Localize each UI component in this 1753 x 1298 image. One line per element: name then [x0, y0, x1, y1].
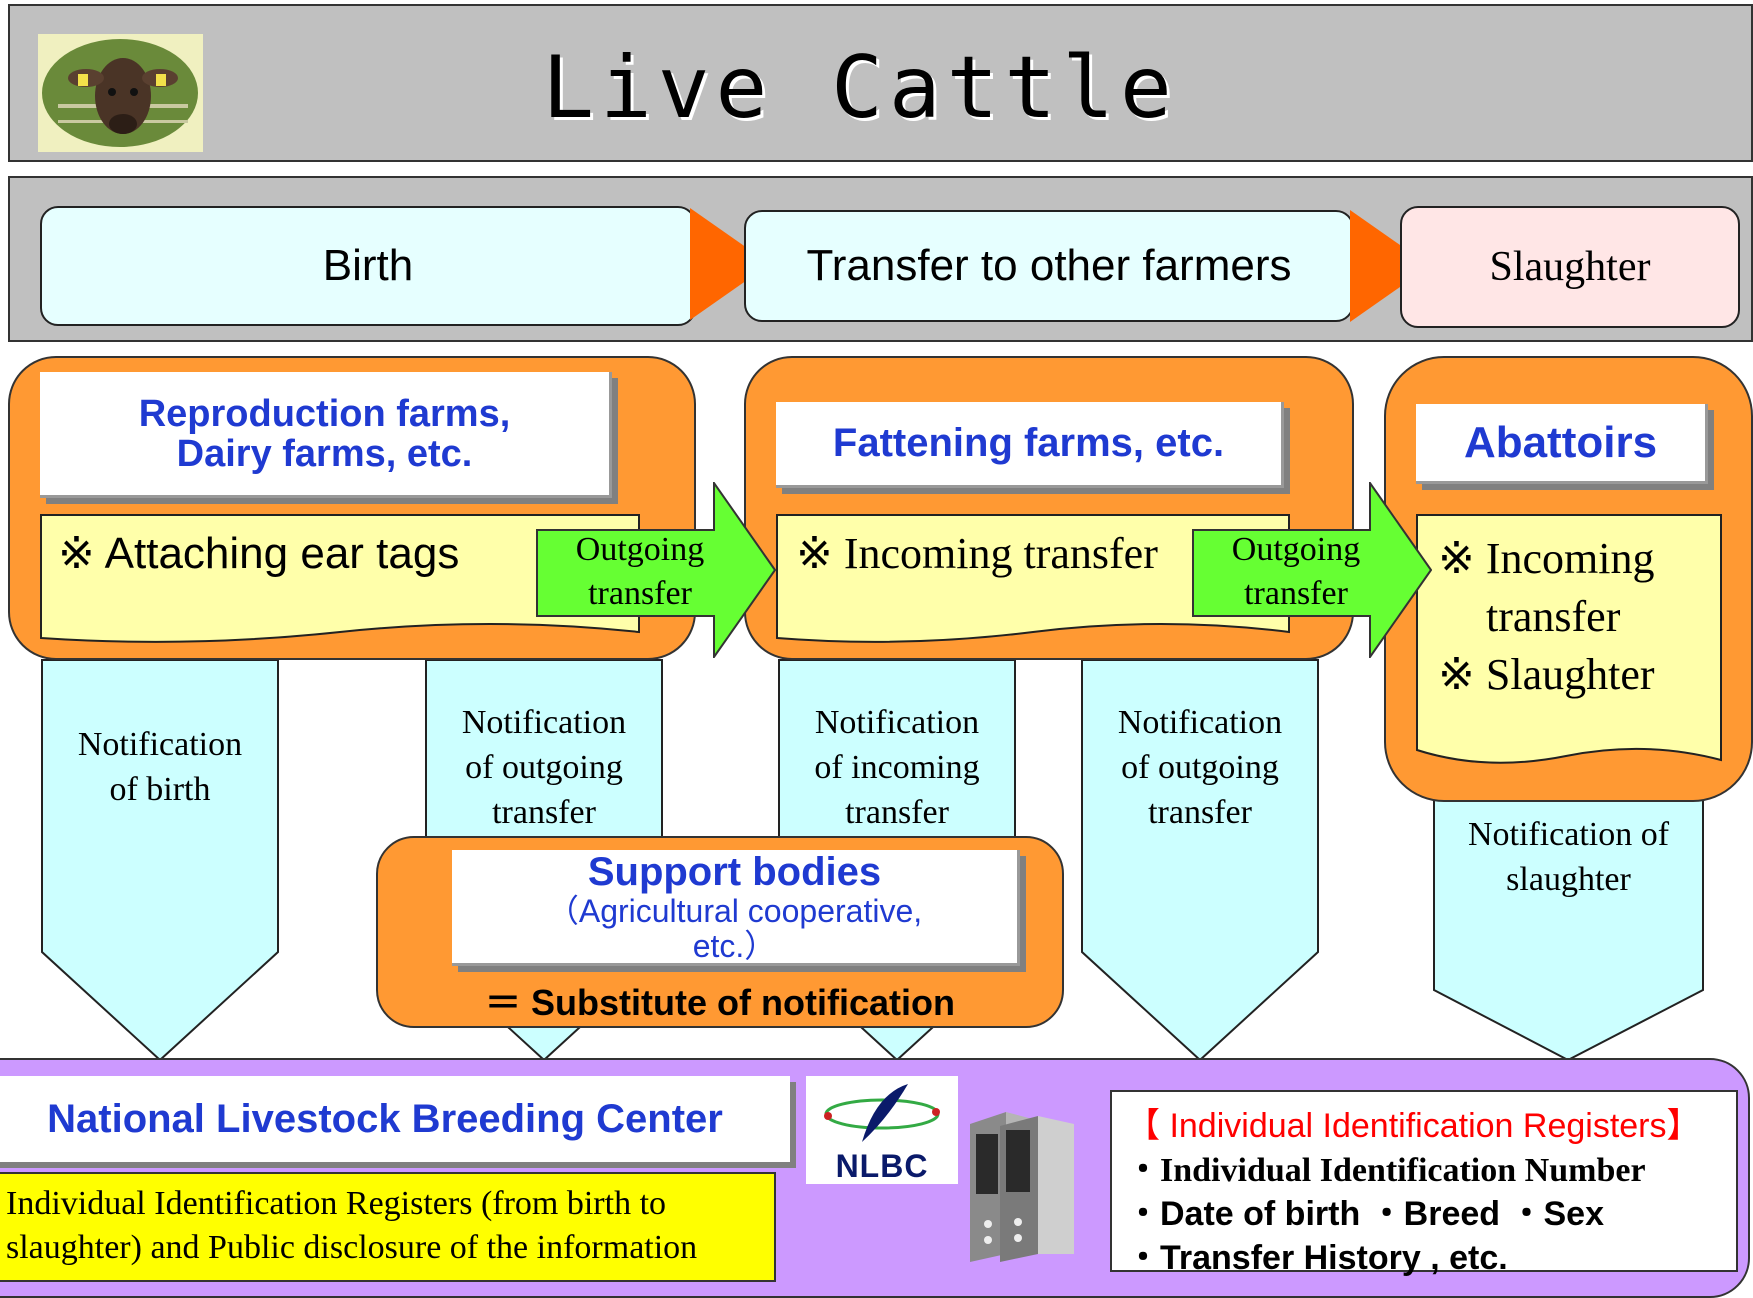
reproduction-farms-line2: Dairy farms, etc. [176, 432, 473, 475]
notification-incoming-line2: of incoming [814, 749, 980, 786]
fattening-farms-label: Fattening farms, etc. [776, 402, 1284, 488]
notification-incoming-line1: Notification [814, 704, 980, 741]
stage-slaughter: Slaughter [1400, 206, 1740, 328]
notification-outgoing-2-line2: of outgoing [1121, 749, 1279, 786]
notification-outgoing-1-line2: of outgoing [465, 749, 623, 786]
fattening-note-shape [776, 514, 1290, 643]
title-band [8, 4, 1753, 162]
reproduction-farms-label: Reproduction farms, Dairy farms, etc. [40, 372, 612, 498]
nlbc-description-line2: slaughter) and Public disclosure of the … [6, 1229, 698, 1266]
reproduction-note: ※ Attaching ear tags [58, 529, 460, 578]
notification-birth: Notification of birth [42, 722, 278, 812]
notification-arrow-birth [41, 659, 279, 1062]
outgoing-arrow-1-label: Outgoing transfer [540, 528, 740, 616]
nlbc-logo: NLBC [806, 1076, 958, 1184]
abattoirs-note-shape [1416, 514, 1722, 764]
notification-outgoing-2-line1: Notification [1117, 704, 1283, 741]
notification-birth-line1: Notification [77, 726, 243, 763]
outgoing-arrow-1-line2: transfer [588, 575, 692, 612]
outgoing-arrow-1-line1: Outgoing [575, 531, 705, 568]
notification-outgoing-1-line1: Notification [461, 704, 627, 741]
registers-line1: ・Individual Identification Number [1126, 1152, 1646, 1189]
notification-slaughter: Notification of slaughter [1434, 812, 1703, 902]
notification-outgoing-2-line3: transfer [1148, 794, 1252, 831]
registers-title: 【 Individual Identification Registers】 [1126, 1107, 1701, 1145]
support-bodies-title: Support bodies [587, 849, 882, 894]
notification-arrow-outgoing-2 [1081, 659, 1319, 1062]
support-bodies-label: Support bodies （Agricultural cooperative… [452, 850, 1020, 966]
nlbc-description: Individual Identification Registers (fro… [0, 1172, 776, 1282]
notification-outgoing-2: Notification of outgoing transfer [1082, 700, 1318, 835]
outgoing-arrow-1 [536, 482, 776, 658]
abattoirs-note-line2: transfer [1486, 592, 1621, 641]
stage-arrow-2 [1350, 210, 1430, 322]
nlbc-name-box: National Livestock Breeding Center [0, 1076, 790, 1162]
substitute-of-notification: ＝ Substitute of notification [485, 982, 955, 1023]
support-bodies-sub2: etc.） [692, 927, 777, 964]
outgoing-arrow-2-line1: Outgoing [1231, 531, 1361, 568]
notification-incoming: Notification of incoming transfer [779, 700, 1015, 835]
outgoing-arrow-2 [1192, 482, 1432, 658]
notification-slaughter-line1: Notification of [1467, 816, 1670, 853]
reproduction-farms-line1: Reproduction farms, [138, 392, 511, 435]
registers-line3: ・Transfer History , etc. [1126, 1239, 1508, 1277]
registers-box: 【 Individual Identification Registers】 ・… [1110, 1090, 1738, 1277]
notification-incoming-line3: transfer [845, 794, 949, 831]
abattoirs-label: Abattoirs [1416, 404, 1708, 484]
outgoing-arrow-2-label: Outgoing transfer [1196, 528, 1396, 616]
stage-birth: Birth [40, 206, 696, 326]
registers-line2: ・Date of birth ・Breed ・Sex [1126, 1195, 1604, 1233]
abattoirs-note: ※ Incoming transfer ※ Slaughter [1438, 530, 1718, 704]
abattoirs-note-line1: ※ Incoming [1438, 534, 1655, 583]
notification-outgoing-1-line3: transfer [492, 794, 596, 831]
outgoing-arrow-2-line2: transfer [1244, 575, 1348, 612]
reproduction-note-shape [40, 514, 640, 643]
nlbc-name: National Livestock Breeding Center [47, 1096, 723, 1141]
nlbc-description-line1: Individual Identification Registers (fro… [6, 1185, 667, 1222]
notification-slaughter-line2: slaughter [1506, 861, 1631, 898]
page-title: Live Cattle [542, 38, 1178, 138]
notification-outgoing-1: Notification of outgoing transfer [426, 700, 662, 835]
notification-birth-line2: of birth [109, 771, 211, 808]
stage-arrow-1 [690, 208, 770, 320]
nlbc-logo-mark [824, 1084, 940, 1142]
support-bodies-sub1: （Agricultural cooperative, [546, 892, 923, 929]
stage-transfer: Transfer to other farmers [744, 210, 1354, 322]
fattening-note: ※ Incoming transfer [796, 529, 1158, 578]
cow-photo [38, 34, 203, 152]
abattoirs-note-line3: ※ Slaughter [1438, 650, 1655, 699]
nlbc-logo-text: NLBC [835, 1148, 929, 1184]
server-icon [970, 1112, 1074, 1262]
